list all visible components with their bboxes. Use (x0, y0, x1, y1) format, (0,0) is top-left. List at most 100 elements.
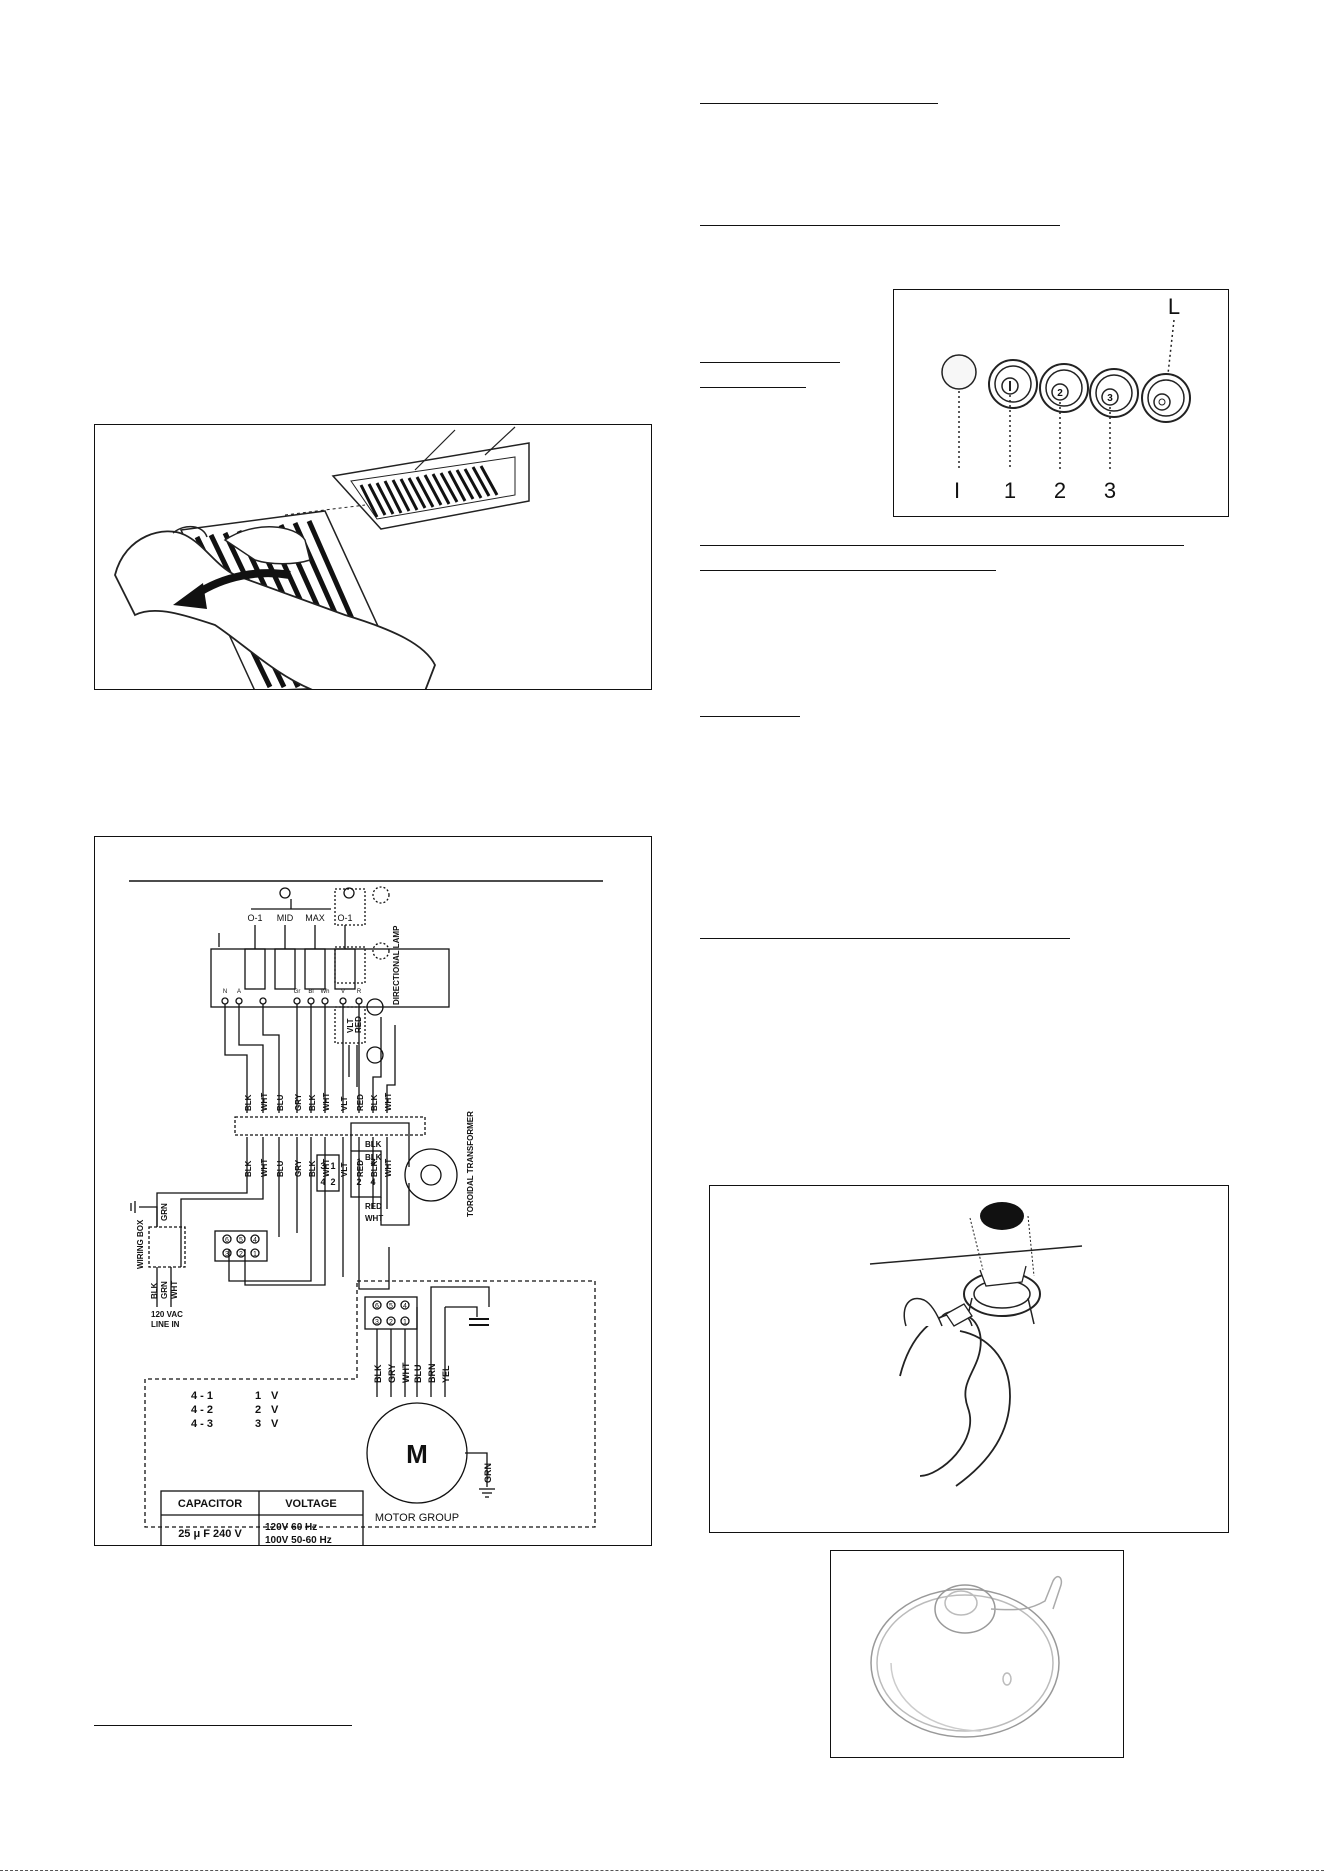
control-label: 2 (1054, 478, 1066, 503)
terminal-letter: Bl (308, 989, 313, 995)
suction-cup-icon (870, 1575, 1063, 1738)
line-in-label: LINE IN (151, 1320, 180, 1329)
wiring-box-wire: WHT (170, 1281, 179, 1299)
control-panel-illustration: 2 3 L I 1 2 3 (893, 289, 1229, 517)
wire-label: VLT (340, 1096, 349, 1111)
suction-cup-drawing (870, 1575, 1063, 1738)
connector-number: 2 (330, 1177, 335, 1187)
hand-icon (899, 1312, 982, 1477)
page-bottom-rule (0, 1870, 1324, 1871)
knob-number: 2 (1057, 388, 1063, 399)
transformer-wire-label: RED (365, 1202, 382, 1211)
knob-3-icon: 3 (1089, 368, 1139, 418)
wire-label: WHT (384, 1159, 393, 1177)
wire-label: WHT (322, 1093, 331, 1111)
voltage-unit: V (271, 1404, 279, 1416)
heading-rule-1 (700, 103, 938, 104)
filter-removal-illustration (94, 424, 652, 690)
light-button-icon (941, 354, 977, 390)
motor-wire-label: BLK (373, 1364, 383, 1383)
wire-label: BLK (244, 1094, 253, 1111)
motor-group-label: MOTOR GROUP (375, 1512, 459, 1524)
terminal-letter: V (341, 989, 345, 995)
wire-label: BLK (370, 1160, 379, 1177)
wire-label: WHT (260, 1093, 269, 1111)
motor-connector-number: 2 (389, 1319, 393, 1326)
heading-rule-6 (700, 938, 1070, 939)
motor-wire-label: GRY (387, 1364, 397, 1383)
lamp-replacement-drawing (869, 1202, 1083, 1487)
directional-lamp-label: DIRECTIONAL LAMP (392, 925, 401, 1005)
transformer-wire-label: WHT (365, 1214, 383, 1223)
middle-connector-number: 2 (239, 1251, 243, 1258)
table-header-capacitor: CAPACITOR (178, 1498, 242, 1510)
wiring-box-wire: BLK (150, 1282, 159, 1299)
ground-wire-label: GRN (483, 1463, 493, 1483)
middle-connector-number: 1 (253, 1251, 257, 1258)
heading-rule-2 (700, 225, 1060, 226)
wire-label: BLK (308, 1094, 317, 1111)
table-capacitor-value: 25 μ F 240 V (178, 1528, 242, 1540)
control-label: I (954, 478, 960, 503)
suction-cup-illustration (830, 1550, 1124, 1758)
wire-label: BLU (276, 1160, 285, 1177)
motor-connector-number: 5 (389, 1303, 393, 1310)
motor-connector-number: 1 (403, 1319, 407, 1326)
lamp-wire-label: VLT (346, 1018, 355, 1033)
motor-connector-number: 6 (375, 1303, 379, 1310)
voltage-pair: 4 - 1 (191, 1390, 213, 1402)
table-voltage-value: 120V 60 Hz (265, 1522, 317, 1533)
connector-number: 4 (370, 1177, 375, 1187)
voltage-value: 2 (255, 1404, 261, 1416)
motor-wire-label: WHT (401, 1362, 411, 1383)
wire-label: WHT (260, 1159, 269, 1177)
wiring-diagram-drawing: O-1 MID MAX O-1 N A Gr Bl Wh V R BLK WHT… (129, 880, 603, 1546)
switch-label: O-1 (247, 913, 262, 923)
control-label: 3 (1104, 478, 1116, 503)
wire-label: GRY (294, 1159, 303, 1177)
connector-number: 3 (370, 1157, 375, 1167)
bulb-icon (945, 1303, 973, 1327)
heading-rule-3b (700, 387, 806, 388)
transformer-wire-label: BLK (365, 1140, 382, 1149)
wire-label: BLK (308, 1160, 317, 1177)
connector-number: 4 (320, 1177, 325, 1187)
lamp-housing-icon (963, 1265, 1041, 1317)
middle-connector-number: 3 (225, 1251, 229, 1258)
switch-label: MAX (305, 913, 325, 923)
connector-number: 1 (330, 1161, 335, 1171)
wire-label: RED (356, 1160, 365, 1177)
heading-rule-left (94, 1725, 352, 1726)
wiring-box-wire: GRN (160, 1281, 169, 1299)
wire-label: VLT (340, 1162, 349, 1177)
light-knob-icon (1141, 373, 1191, 423)
motor-wire-label: BRN (427, 1364, 437, 1384)
voltage-unit: V (271, 1390, 279, 1402)
table-voltage-value: 100V 50-60 Hz (265, 1535, 332, 1546)
wire-label: BLU (276, 1094, 285, 1111)
heading-rule-3a (700, 362, 840, 363)
wire-label: WHT (322, 1159, 331, 1177)
lamp-replacement-illustration (709, 1185, 1229, 1533)
knob-1-icon (988, 359, 1038, 409)
knob-2-icon: 2 (1039, 363, 1089, 413)
wire-label: BLK (244, 1160, 253, 1177)
heading-rule-4a (700, 545, 1184, 546)
middle-connector-number: 5 (239, 1237, 243, 1244)
control-panel-drawing: 2 3 L I 1 2 3 (941, 294, 1191, 503)
motor-wire-label: BLU (413, 1365, 423, 1384)
switch-labels: O-1 MID MAX O-1 (247, 913, 352, 923)
wire-label: RED (356, 1094, 365, 1111)
voltage-value: 1 (255, 1390, 261, 1402)
control-label: 1 (1004, 478, 1016, 503)
lamp-wire-label: RED (354, 1016, 363, 1033)
table-header-voltage: VOLTAGE (285, 1498, 337, 1510)
light-label: L (1168, 294, 1180, 319)
terminal-letter: A (237, 989, 241, 995)
motor-connector-number: 4 (403, 1303, 407, 1310)
lamp-cap-icon (980, 1202, 1024, 1230)
voltage-unit: V (271, 1418, 279, 1430)
connector-number: 2 (356, 1177, 361, 1187)
wire-label: BLK (370, 1094, 379, 1111)
motor-connector-number: 3 (375, 1319, 379, 1326)
